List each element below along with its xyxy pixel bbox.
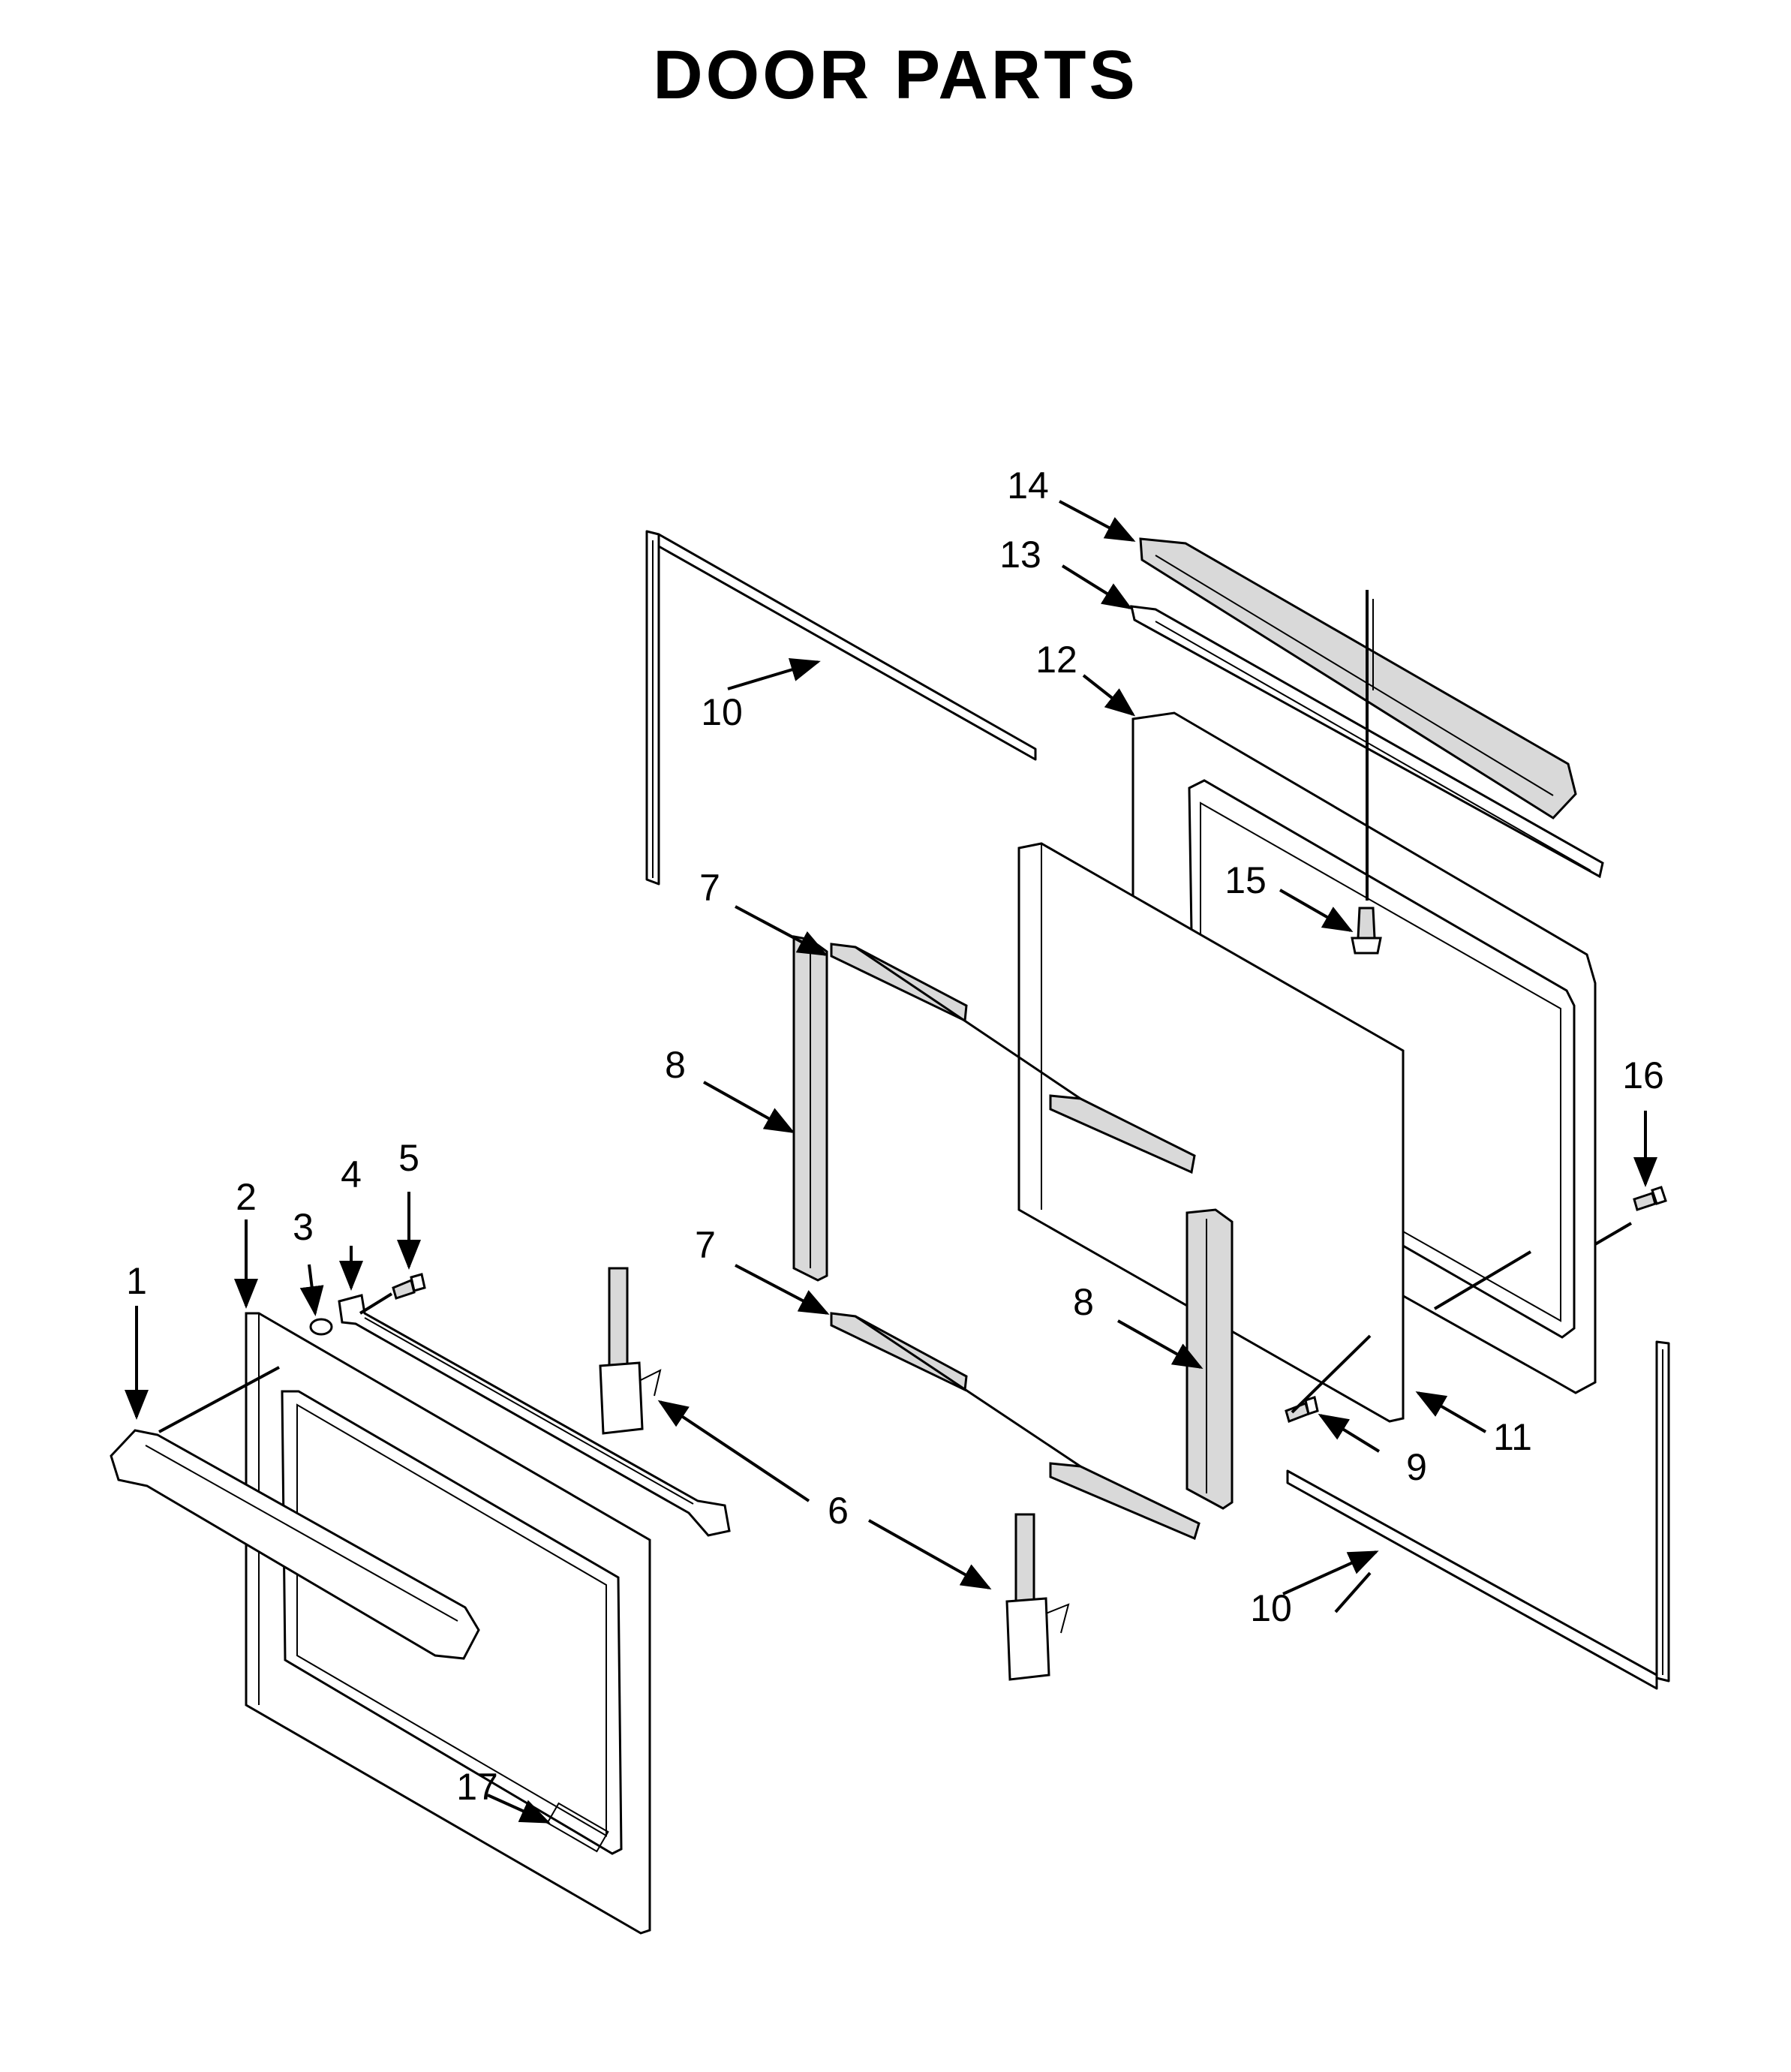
callout-15: 15 — [1225, 859, 1267, 901]
callout-13: 13 — [999, 534, 1041, 576]
door-gasket-lower — [1286, 1340, 1670, 1690]
callout-8-left: 8 — [665, 1044, 686, 1086]
door-hinge-upper — [599, 1267, 662, 1435]
door-top-trim — [1139, 537, 1577, 819]
glass-bracket-upper — [830, 943, 1196, 1174]
callout-14: 14 — [1007, 465, 1049, 507]
callout-7-upper: 7 — [699, 867, 720, 909]
door-gasket-upper — [645, 530, 1037, 886]
side-bracket-right — [1185, 1208, 1234, 1510]
callout-labels: 1 2 3 4 5 6 7 7 8 8 9 10 10 11 12 13 14 … — [126, 465, 1664, 1808]
callout-4: 4 — [341, 1153, 362, 1195]
callout-1: 1 — [126, 1260, 147, 1302]
callout-16: 16 — [1622, 1054, 1664, 1096]
callout-10-lower: 10 — [1250, 1587, 1292, 1629]
callout-6: 6 — [828, 1490, 849, 1532]
callout-12: 12 — [1035, 639, 1077, 681]
callout-11: 11 — [1493, 1416, 1532, 1458]
door-handle — [110, 1429, 480, 1660]
callout-3: 3 — [293, 1206, 314, 1248]
page-title: DOOR PARTS — [653, 37, 1138, 113]
spacer-3 — [309, 1318, 333, 1336]
screw-15 — [1351, 907, 1382, 955]
callout-5: 5 — [398, 1137, 419, 1179]
callout-9: 9 — [1406, 1446, 1427, 1488]
callout-10-upper: 10 — [701, 691, 743, 733]
callout-7-lower: 7 — [695, 1224, 716, 1266]
screw-5 — [392, 1273, 426, 1300]
door-hinge-lower — [1005, 1513, 1070, 1681]
leader-lines — [125, 500, 1657, 1824]
callout-2: 2 — [236, 1176, 257, 1218]
side-bracket-left — [792, 935, 828, 1282]
callout-8-right: 8 — [1073, 1281, 1094, 1323]
inner-glass-panel — [1017, 842, 1405, 1423]
glass-bracket-lower — [830, 1312, 1201, 1541]
callout-17: 17 — [456, 1766, 498, 1808]
handle-support-rail — [338, 1294, 731, 1537]
screw-16 — [1633, 1186, 1667, 1211]
